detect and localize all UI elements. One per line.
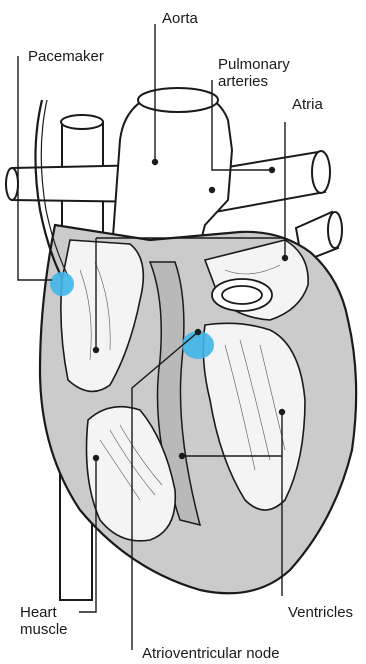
label-atria: Atria	[292, 96, 323, 113]
label-aorta: Aorta	[162, 10, 198, 27]
label-pulmonary-line2: arteries	[218, 73, 290, 90]
label-heart-muscle: Heart muscle	[20, 604, 68, 638]
label-pulmonary-line1: Pulmonary	[218, 56, 290, 73]
label-pulmonary-arteries: Pulmonary arteries	[218, 56, 290, 90]
valve	[212, 279, 272, 311]
label-pacemaker: Pacemaker	[28, 48, 104, 65]
label-av-node: Atrioventricular node	[142, 645, 280, 662]
av-node-highlight	[182, 331, 214, 359]
label-ventricles: Ventricles	[288, 604, 353, 621]
label-heart-muscle-line1: Heart	[20, 604, 68, 621]
sinoatrial-node-highlight	[50, 272, 74, 296]
label-heart-muscle-line2: muscle	[20, 621, 68, 638]
